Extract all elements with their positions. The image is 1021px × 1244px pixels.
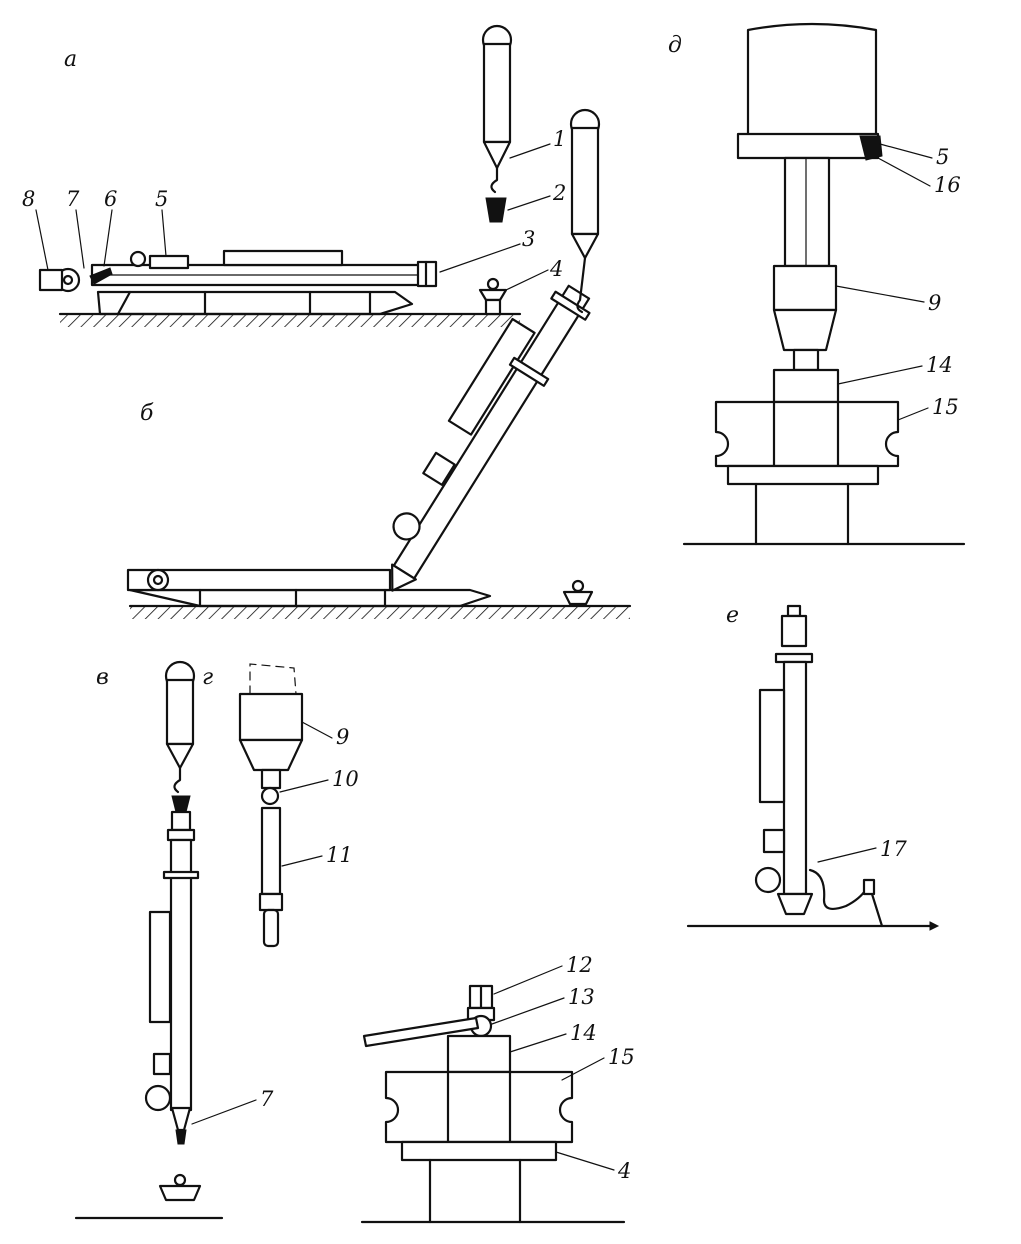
- drill-stem: [783, 156, 831, 268]
- panel-label-v: в: [96, 665, 109, 690]
- panel-label-d: д: [668, 33, 682, 58]
- callout-4: 4: [549, 257, 563, 281]
- callout-4: 4: [617, 1159, 631, 1183]
- spool-14: [772, 368, 840, 404]
- tilted-rig-mast: [392, 284, 591, 580]
- sled-beam: [126, 568, 392, 592]
- motor-flange: [736, 132, 880, 160]
- rig-mast: [782, 660, 808, 896]
- panel-label-a: а: [64, 47, 77, 72]
- lifting-cap-2: [485, 197, 507, 223]
- rig-mast: [169, 838, 193, 1112]
- panel-d-mounting-on-flange: д 5 16 9 14 15: [668, 22, 966, 546]
- callout-17: 17: [880, 837, 907, 861]
- callout-7: 7: [66, 187, 80, 211]
- panel-b-tilted-lifting: б: [126, 108, 632, 619]
- flange-15: [714, 400, 900, 468]
- panel-label-g: г: [202, 665, 213, 690]
- panel-g-adapter-assembly: г 9 10 11: [202, 663, 359, 948]
- callout-6: 6: [104, 187, 117, 211]
- clamp-5: [859, 135, 883, 161]
- callout-10: 10: [332, 767, 359, 791]
- rig-clamp: [89, 267, 113, 285]
- callout-15: 15: [608, 1045, 635, 1069]
- motor-housing: [746, 22, 878, 138]
- pipe-11: [260, 806, 282, 896]
- crane-hook: [490, 166, 499, 194]
- adapter-9: [238, 692, 304, 742]
- callout-15: 15: [932, 395, 959, 419]
- wellhead-valve: [158, 1184, 202, 1202]
- callout-9: 9: [928, 291, 941, 315]
- sled-frame: [96, 290, 414, 316]
- callout-5: 5: [936, 145, 949, 169]
- spool-14: [446, 1034, 512, 1074]
- callout-13: 13: [568, 985, 595, 1009]
- callout-5: 5: [155, 187, 168, 211]
- panel-label-b: б: [140, 401, 154, 426]
- flange-15: [384, 1070, 574, 1144]
- rig-base-valve: [776, 892, 814, 916]
- rig-motor-housing: [222, 249, 344, 267]
- tilted-rig: [391, 284, 591, 592]
- sled-frame: [128, 588, 492, 608]
- valve-handle: [362, 1016, 480, 1048]
- callout-8: 8: [22, 187, 35, 211]
- callout-1: 1: [553, 127, 566, 151]
- base-flange-4: [400, 1140, 558, 1162]
- coupling-10: [260, 786, 280, 806]
- wellhead-valve: [562, 590, 594, 606]
- panel-valve-on-flange: 12 13 14 15 4: [360, 953, 635, 1224]
- callout-16: 16: [934, 173, 961, 197]
- callout-3: 3: [522, 227, 535, 251]
- callout-14: 14: [926, 353, 953, 377]
- panel-v-vertical-suspension: в 7: [74, 660, 274, 1220]
- callout-11: 11: [326, 843, 353, 867]
- cable-17: [808, 868, 870, 911]
- panel-e-operating-position: е 17: [686, 603, 940, 931]
- callout-2: 2: [552, 181, 566, 205]
- ground-hatching: [130, 607, 630, 619]
- callout-7: 7: [260, 1087, 274, 1111]
- callout-14: 14: [570, 1021, 597, 1045]
- panel-a-horizontal-transport: а 8 7 6 5: [22, 24, 566, 327]
- ground-hatching: [60, 315, 520, 327]
- callout-9: 9: [336, 725, 349, 749]
- adapter-9: [772, 264, 838, 312]
- panel-label-e: е: [726, 603, 739, 628]
- wellhead-valve: [478, 288, 508, 302]
- callout-12: 12: [566, 953, 593, 977]
